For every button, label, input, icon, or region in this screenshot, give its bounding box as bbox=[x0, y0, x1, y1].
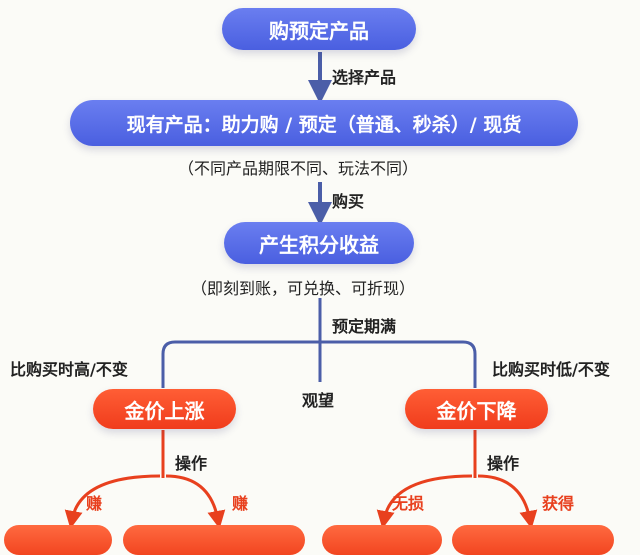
flow-connectors bbox=[64, 52, 538, 529]
node-bottom-4 bbox=[452, 525, 614, 555]
node-points-income-label: 产生积分收益 bbox=[259, 232, 379, 257]
edge-label-higher-or-same: 比购买时高/不变 bbox=[10, 360, 128, 379]
edge-label-operate-left: 操作 bbox=[175, 454, 208, 473]
edge-label-no-loss: 无损 bbox=[392, 494, 425, 513]
node-points-income: 产生积分收益 bbox=[224, 222, 414, 264]
node-bottom-3 bbox=[322, 525, 442, 555]
edge-label-earn-right: 赚 bbox=[232, 494, 249, 513]
edge-label-select-product: 选择产品 bbox=[332, 68, 397, 87]
arrow-gain bbox=[477, 474, 538, 529]
edge-label-operate-right: 操作 bbox=[487, 454, 520, 473]
edge-label-buy: 购买 bbox=[332, 192, 365, 211]
node-gold-up-label: 金价上涨 bbox=[124, 398, 205, 423]
node-existing-products-label: 现有产品：助力购 / 预定（普通、秒杀）/ 现货 bbox=[126, 113, 522, 136]
node-gold-down-label: 金价下降 bbox=[436, 398, 517, 423]
node-points-note: （即刻到账，可兑换、可折现） bbox=[191, 279, 416, 298]
node-buy-reserve-product: 购预定产品 bbox=[222, 8, 416, 50]
node-existing-products: 现有产品：助力购 / 预定（普通、秒杀）/ 现货 bbox=[70, 100, 578, 146]
edge-label-gain: 获得 bbox=[542, 494, 575, 513]
arrow-earn-left-a bbox=[64, 474, 161, 529]
edge-label-earn-left: 赚 bbox=[86, 494, 103, 513]
branch-right bbox=[320, 340, 477, 388]
node-bottom-1 bbox=[4, 525, 112, 555]
node-gold-down: 金价下降 bbox=[405, 389, 548, 429]
node-bottom-2 bbox=[123, 525, 305, 555]
branch-left bbox=[161, 340, 320, 388]
edge-label-wait: 观望 bbox=[302, 391, 335, 410]
arrow-earn-left-b bbox=[165, 474, 226, 529]
node-gold-up: 金价上涨 bbox=[93, 389, 236, 429]
arrow-no-loss bbox=[376, 474, 473, 529]
node-buy-reserve-product-label: 购预定产品 bbox=[269, 18, 369, 43]
edge-label-lower-or-same: 比购买时低/不变 bbox=[492, 360, 610, 379]
edge-label-reserve-expire: 预定期满 bbox=[332, 317, 397, 336]
node-products-note: （不同产品期限不同、玩法不同） bbox=[178, 159, 419, 178]
